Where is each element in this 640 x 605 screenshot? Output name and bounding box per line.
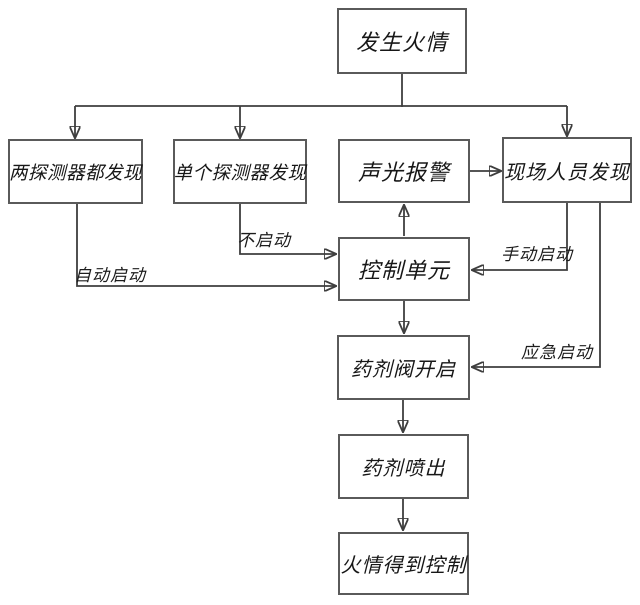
node-sound-light-alarm: 声光报警	[338, 139, 470, 203]
node-agent-spray: 药剂喷出	[338, 434, 469, 499]
node-agent-valve-open: 药剂阀开启	[337, 335, 470, 400]
connector-single-detector-to-control	[239, 204, 336, 254]
node-personnel-found-label: 现场人员发现	[504, 161, 630, 184]
node-agent-spray-label: 药剂喷出	[361, 458, 446, 480]
edge-label-manual-start: 手动启动	[501, 245, 573, 264]
node-single-detector-label: 单个探测器发现	[173, 161, 307, 183]
node-agent-valve-open-label: 药剂阀开启	[351, 359, 456, 381]
node-fire-start-label: 发生火情	[355, 30, 448, 55]
node-both-detectors: 两探测器都发现	[8, 139, 143, 204]
node-control-unit-label: 控制单元	[357, 258, 450, 283]
node-single-detector: 单个探测器发现	[173, 139, 307, 204]
node-sound-light-alarm-label: 声光报警	[357, 160, 450, 185]
connector-both-detectors-to-control	[76, 204, 336, 286]
edge-label-auto-start: 自动启动	[74, 266, 146, 285]
node-both-detectors-label: 两探测器都发现	[9, 161, 143, 183]
edge-label-emergency-start: 应急启动	[521, 343, 593, 362]
node-control-unit: 控制单元	[338, 237, 470, 301]
connector-personnel-to-control	[472, 203, 568, 270]
node-fire-controlled: 火情得到控制	[338, 532, 469, 595]
edge-label-no-start: 不启动	[237, 231, 291, 250]
node-fire-controlled-label: 火情得到控制	[340, 555, 467, 577]
node-fire-start: 发生火情	[337, 8, 467, 74]
connector-personnel-to-valve	[472, 203, 601, 367]
node-personnel-found: 现场人员发现	[502, 137, 632, 203]
